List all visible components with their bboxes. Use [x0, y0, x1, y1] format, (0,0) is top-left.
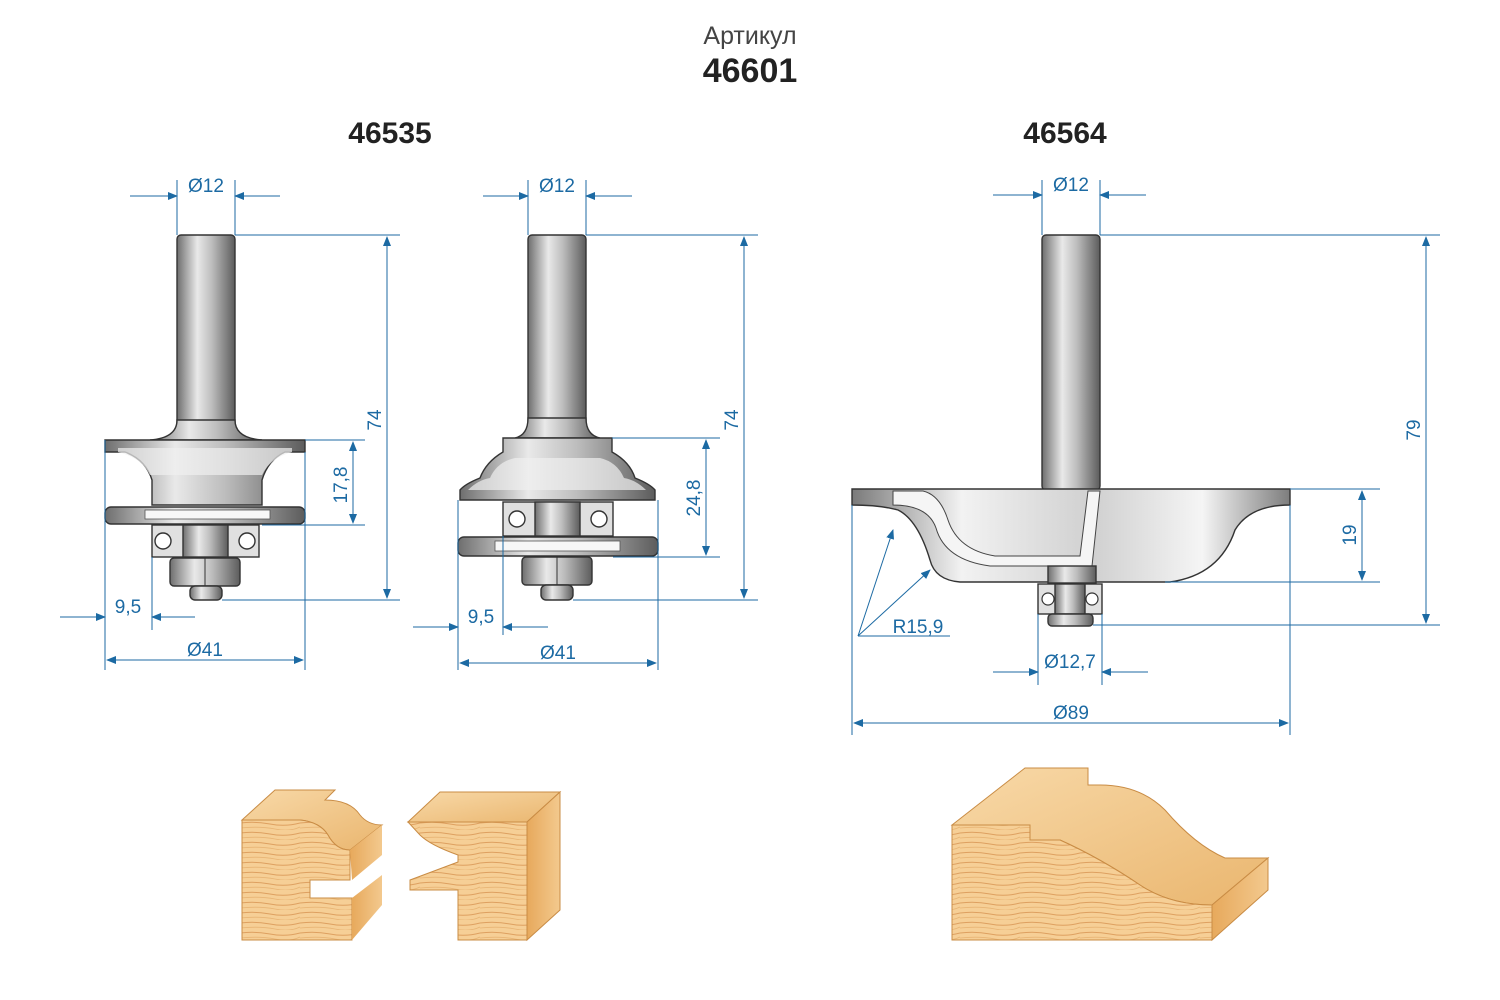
dim-shank-diameter-2: Ø12 [539, 176, 575, 197]
dim-radius-3: R15,9 [893, 617, 944, 638]
dim-height-3: 19 [1340, 524, 1361, 545]
article-caption: Артикул [703, 22, 796, 50]
cutter-3-drawing [851, 234, 1291, 627]
wood-profile-rail [240, 789, 384, 941]
dim-diameter-1: Ø41 [187, 640, 223, 661]
cutter-2-dimensions: Ø12 74 24,8 9,5 Ø41 [413, 176, 758, 670]
cutter-3-dimensions: Ø12 79 19 R15,9 Ø12,7 Ø89 [851, 175, 1440, 735]
cutter-1-drawing [104, 234, 306, 601]
cutter-2-drawing [457, 234, 659, 601]
dim-height-1: 17,8 [331, 467, 352, 504]
article-number: 46601 [703, 52, 798, 90]
dim-bearing-offset-1: 9,5 [115, 597, 141, 618]
dim-diameter-3: Ø89 [1053, 703, 1089, 724]
dim-total-length-2: 74 [722, 409, 743, 431]
dim-bearing-offset-2: 9,5 [468, 607, 494, 628]
dim-total-length-3: 79 [1404, 419, 1425, 440]
dim-total-length-1: 74 [365, 409, 386, 431]
dim-height-2: 24,8 [684, 480, 705, 517]
cutter-1-dimensions: Ø12 74 17,8 9,5 Ø41 [60, 176, 400, 670]
dim-shank-diameter-3: Ø12 [1053, 175, 1089, 196]
cutter-code-46535: 46535 [348, 117, 431, 150]
dim-diameter-2: Ø41 [540, 643, 576, 664]
dim-bearing-diameter-3: Ø12,7 [1044, 652, 1096, 673]
cutter-code-46564: 46564 [1023, 117, 1107, 150]
dim-shank-diameter-1: Ø12 [188, 176, 224, 197]
wood-profile-stile [406, 790, 562, 942]
wood-profile-panel [950, 767, 1270, 942]
